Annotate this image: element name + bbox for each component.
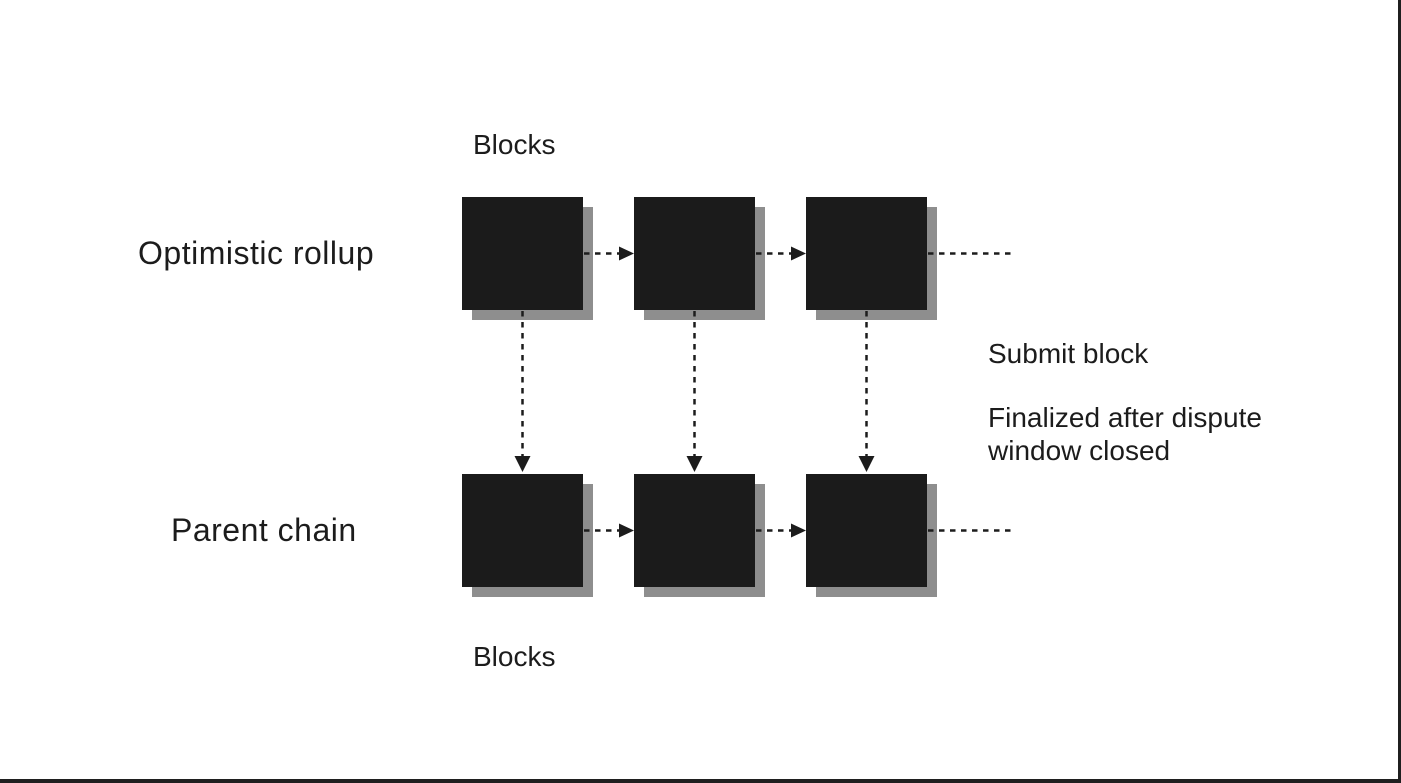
row-label-optimistic-rollup: Optimistic rollup [138, 235, 375, 271]
parent-block-3 [806, 474, 927, 587]
arrowhead-right-icon [619, 523, 634, 538]
arrowhead-right-icon [619, 246, 634, 261]
page-rule-right [1398, 0, 1401, 783]
arrowhead-down-icon [514, 456, 531, 472]
arrow-rollup-2-to-3 [756, 246, 806, 261]
arrowhead-right-icon [791, 523, 806, 538]
arrowhead-down-icon [858, 456, 875, 472]
annotation-submit-block: Submit block [988, 338, 1149, 369]
arrowhead-right-icon [791, 246, 806, 261]
parent-block-1 [462, 474, 583, 587]
rollup-block-2 [634, 197, 755, 310]
row-label-parent-chain: Parent chain [171, 512, 357, 548]
arrow-rollup-1-to-2 [584, 246, 634, 261]
arrowhead-down-icon [686, 456, 703, 472]
blocks-caption-top: Blocks [473, 129, 556, 160]
annotation-finalized: Finalized after dispute window closed [988, 402, 1262, 466]
submit-arrow-3 [858, 311, 875, 472]
rollup-block-1 [462, 197, 583, 310]
arrow-parent-2-to-3 [756, 523, 806, 538]
submit-arrow-1 [514, 311, 531, 472]
parent-block-2 [634, 474, 755, 587]
submit-arrow-2 [686, 311, 703, 472]
page-rule-bottom [0, 779, 1401, 783]
rollup-block-3 [806, 197, 927, 310]
arrow-parent-1-to-2 [584, 523, 634, 538]
blocks-caption-bottom: Blocks [473, 641, 556, 672]
